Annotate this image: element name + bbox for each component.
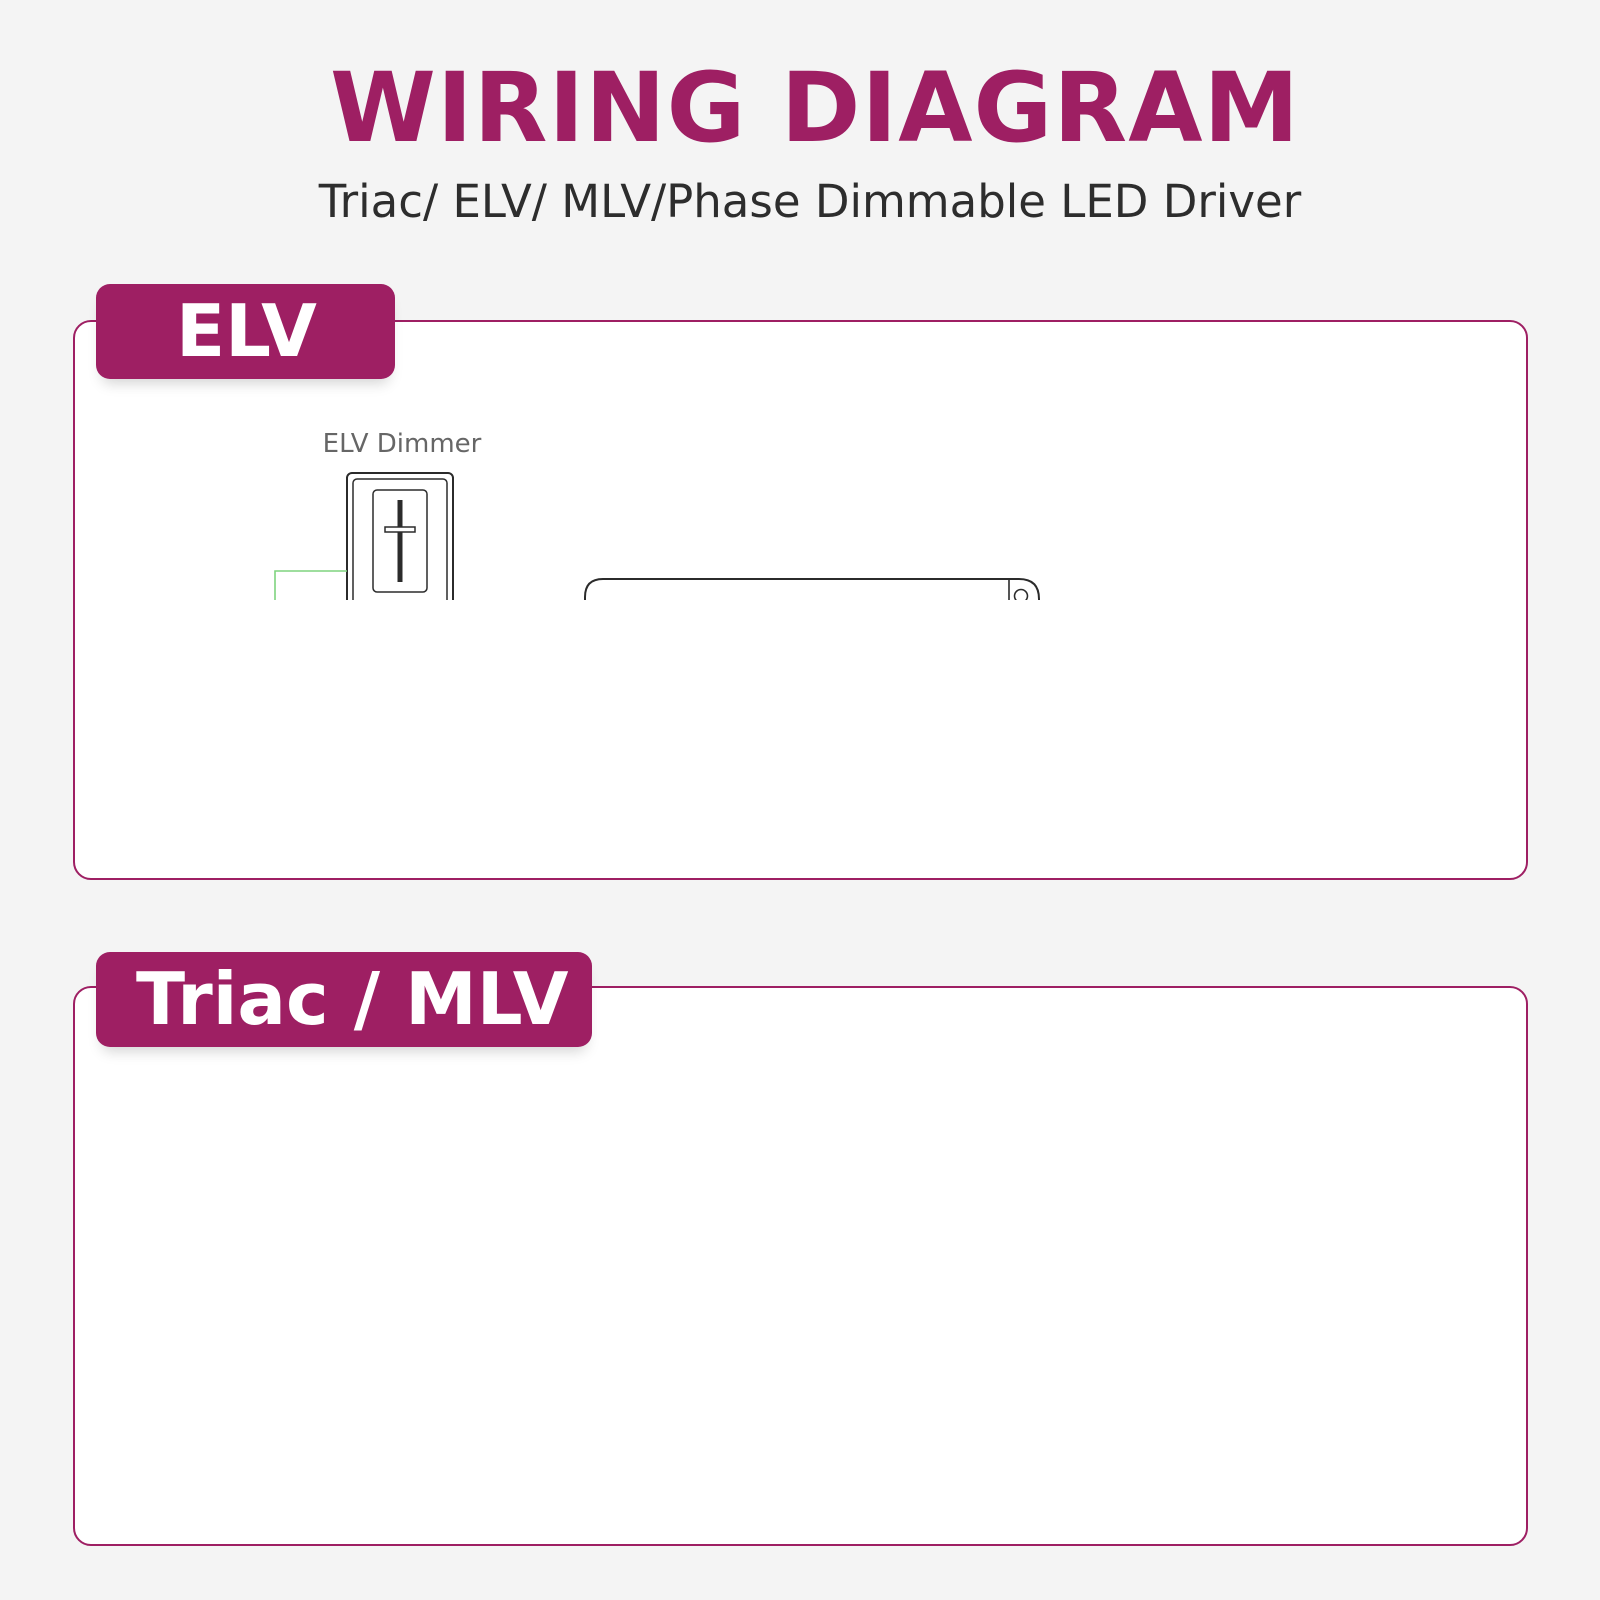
mount-hole-icon [1013, 588, 1029, 600]
diagram-group: ELV DimmerGAC-LNDimmable LED DriverBlack… [240, 429, 1319, 600]
driver-outer [584, 578, 1040, 600]
elv-section-tab: ELV [96, 284, 395, 379]
triac-mlv-section-tab: Triac / MLV [96, 952, 592, 1047]
triac-mlv-panel [73, 986, 1528, 1546]
ground-label: G [240, 599, 257, 600]
led-label: LED [1268, 597, 1319, 600]
ground-wire [274, 570, 347, 600]
dimmer-switch-icon [346, 472, 454, 600]
triac-mlv-wiring-diagram: Triac / MLV DimmerGAC-LNDimmable LED Dri… [0, 0, 1600, 600]
dimmer-label: ELV Dimmer [323, 429, 482, 459]
page-title: WIRING DIAGRAM [329, 52, 1301, 164]
dimmer-slider-knob [384, 526, 416, 533]
led-driver-icon [584, 578, 1040, 600]
page-subtitle: Triac/ ELV/ MLV/Phase Dimmable LED Drive… [318, 175, 1302, 228]
elv-panel [73, 320, 1528, 880]
elv-wiring-diagram: ELV DimmerGAC-LNDimmable LED DriverBlack… [240, 429, 1319, 600]
